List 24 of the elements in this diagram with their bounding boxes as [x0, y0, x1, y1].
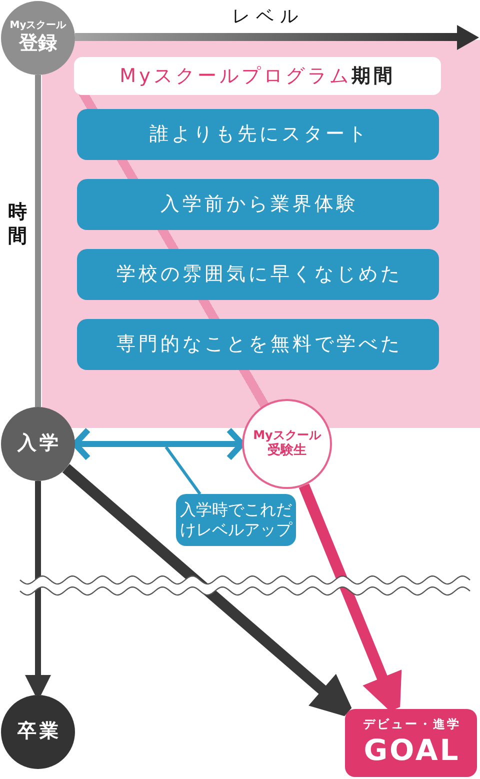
milestone-label: 入学: [18, 432, 62, 456]
goal-label: デビュー・進学: [363, 717, 461, 732]
goal-label: GOAL: [364, 732, 460, 769]
benefit-box: [77, 109, 439, 160]
benefit-text: 入学時でこれだけレベルアップ: [180, 500, 292, 540]
milestone-label: 卒業: [18, 720, 62, 744]
goal-box: [345, 709, 477, 777]
benefit-box: [77, 179, 439, 230]
leader-line: [164, 446, 202, 495]
candidate-label: Myスクール: [253, 428, 321, 442]
benefit-box: [176, 494, 296, 546]
benefit-text: 学校の雰囲気に早くなじめた: [116, 262, 402, 286]
benefit-text: 誰よりも先にスタート: [150, 122, 370, 146]
benefit-box: [77, 249, 439, 300]
axis-label: レベル: [232, 5, 304, 28]
connector-line: [35, 75, 41, 407]
milestone-label: Myスクール: [10, 20, 66, 32]
candidate-label: 受験生: [268, 443, 306, 460]
benefit-text: 専門的なことを無料で学べた: [116, 332, 402, 356]
band-heading: Myスクールプログラム期間: [74, 57, 441, 95]
axis-label: 時間: [8, 201, 27, 248]
benefit-box: [77, 319, 439, 370]
benefit-text: 入学前から業界体験: [160, 192, 358, 216]
milestone-label: 登録: [19, 32, 57, 56]
